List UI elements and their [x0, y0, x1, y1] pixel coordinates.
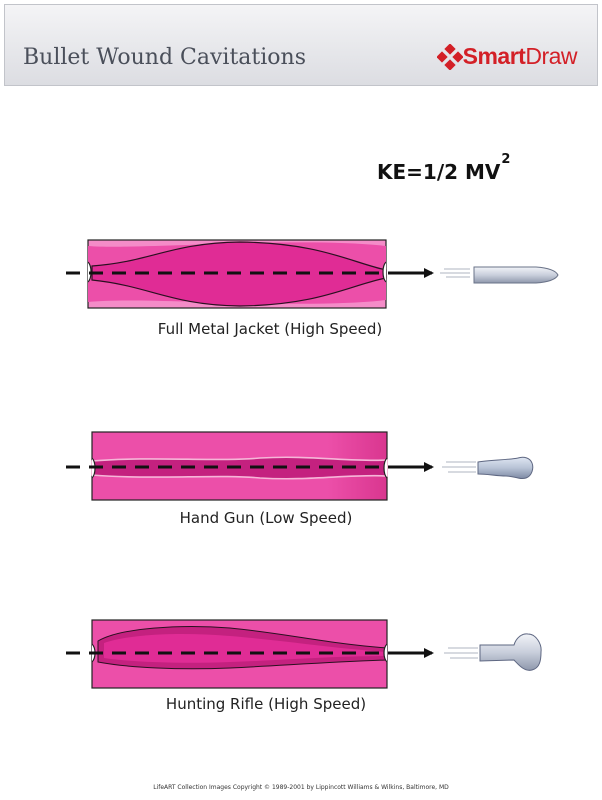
full-metal-jacket-bullet-icon: [473, 266, 559, 284]
motion-streaks: [444, 647, 478, 659]
deformed-handgun-bullet-icon: [477, 456, 534, 480]
motion-streaks: [442, 461, 476, 473]
header-banner: Bullet Wound Cavitations SmartDraw: [4, 4, 598, 86]
smartdraw-logo[interactable]: SmartDraw: [436, 43, 578, 70]
kinetic-energy-formula: KE=1/2 MV2: [377, 152, 510, 184]
copyright-footer: LifeART Collection Images Copyright © 19…: [153, 784, 449, 791]
motion-streaks: [440, 268, 470, 278]
formula-exponent: 2: [501, 152, 511, 168]
logo-wordmark: SmartDraw: [462, 43, 578, 70]
mushroomed-rifle-bullet-icon: [479, 633, 542, 671]
smartdraw-diamond-icon: [436, 43, 463, 70]
panel-hand-gun: [66, 431, 534, 501]
panel-full-metal-jacket: [66, 239, 559, 309]
page-title: Bullet Wound Cavitations: [23, 45, 306, 70]
formula-base: KE=1/2 MV: [377, 160, 501, 184]
caption-hand-gun: Hand Gun (Low Speed): [179, 509, 353, 527]
panel-hunting-rifle: [66, 619, 542, 689]
logo-draw-text: Draw: [525, 43, 577, 69]
logo-smart-text: Smart: [462, 43, 526, 69]
caption-full-metal-jacket: Full Metal Jacket (High Speed): [157, 320, 383, 338]
caption-hunting-rifle: Hunting Rifle (High Speed): [165, 695, 367, 713]
